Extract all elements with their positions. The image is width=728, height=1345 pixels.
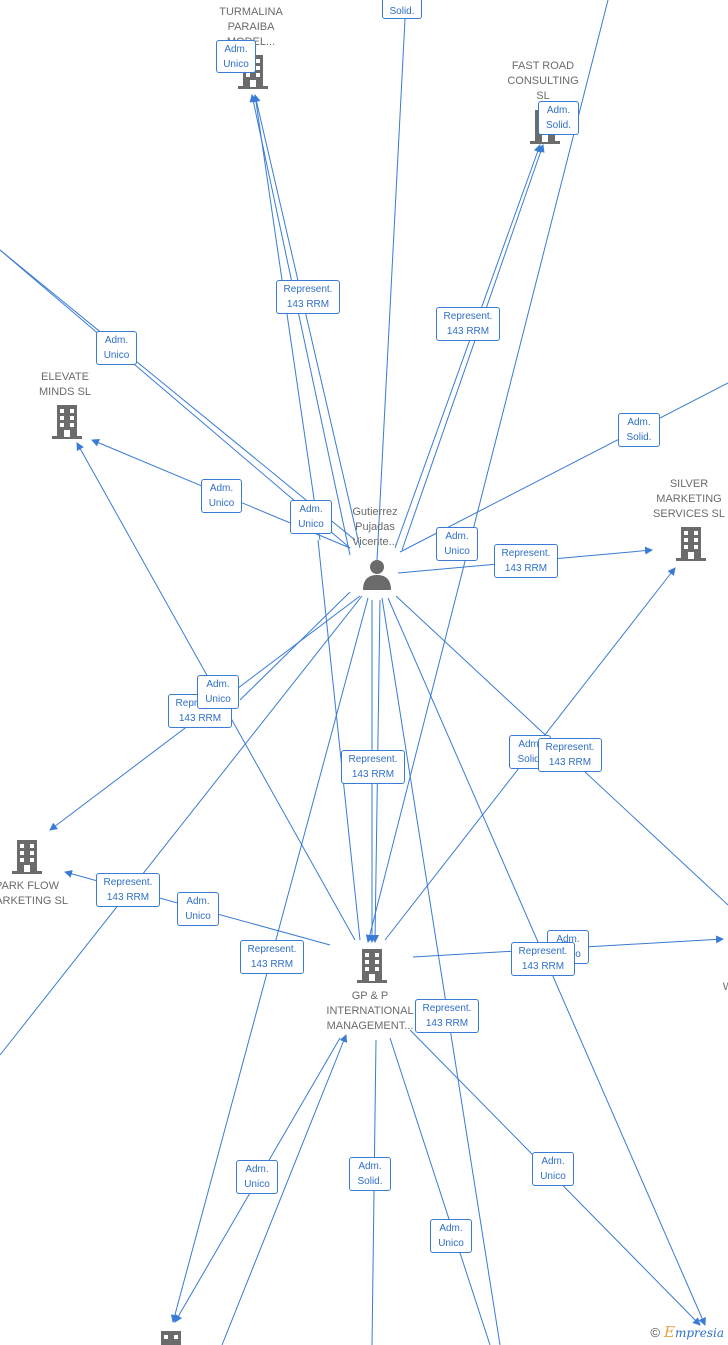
edge-label-adm-unico[interactable]: Adm. Unico	[290, 500, 332, 534]
edge-label-represent[interactable]: Represent. 143 RRM	[494, 544, 558, 578]
company-silver-label[interactable]: SILVER MARKETING SERVICES SL	[653, 478, 725, 520]
edge	[239, 591, 351, 701]
company-elevate-label[interactable]: ELEVATE MINDS SL	[39, 371, 91, 398]
empresia-logo: ©Empresia	[650, 1323, 724, 1341]
edge-label-represent[interactable]: Represent. 143 RRM	[538, 738, 602, 772]
edge-label-adm-unico[interactable]: Adm. Unico	[532, 1152, 574, 1186]
company-park-flow-label[interactable]: PARK FLOW MARKETING SL	[0, 880, 68, 907]
company-gp-label[interactable]: GP & P INTERNATIONAL MANAGEMENT...	[326, 990, 414, 1032]
building-icon[interactable]	[158, 1331, 184, 1345]
brand-e: E	[663, 1323, 675, 1341]
edge-label-represent[interactable]: Represent. 143 RRM	[511, 942, 575, 976]
edge-label-adm-solid[interactable]: Solid.	[382, 0, 422, 19]
edge-label-adm-solid[interactable]: Adm. Solid.	[538, 101, 579, 135]
building-icon[interactable]	[357, 949, 387, 983]
edge	[0, 595, 363, 1056]
building-icon[interactable]	[12, 840, 42, 874]
edge	[401, 144, 545, 551]
edge	[254, 94, 321, 541]
edge-label-represent[interactable]: Represent. 143 RRM	[240, 940, 304, 974]
edge-label-adm-unico[interactable]: Adm. Unico	[430, 1219, 472, 1253]
edge	[0, 249, 351, 549]
edge	[389, 1037, 491, 1345]
edge-label-adm-unico[interactable]: Adm. Unico	[197, 675, 239, 709]
edge-label-represent[interactable]: Represent. 143 RRM	[276, 280, 340, 314]
edge	[221, 1034, 348, 1345]
edge-label-adm-unico[interactable]: Adm. Unico	[216, 40, 256, 73]
edge	[252, 94, 361, 549]
edge	[376, 0, 407, 561]
building-icon[interactable]	[676, 527, 706, 561]
edge-label-represent[interactable]: Represent. 143 RRM	[415, 999, 479, 1033]
edge	[371, 1039, 377, 1345]
edge	[399, 382, 728, 553]
edge-label-represent[interactable]: Represent. 143 RRM	[341, 750, 405, 784]
edge-label-adm-solid[interactable]: Adm. Solid.	[618, 413, 660, 447]
edge	[317, 539, 361, 941]
edge	[381, 597, 501, 1345]
person-icon[interactable]	[362, 558, 392, 595]
edge-label-adm-unico[interactable]: Adm. Unico	[236, 1160, 278, 1194]
edge-label-adm-unico[interactable]: Adm. Unico	[201, 479, 242, 513]
copyright-symbol: ©	[650, 1325, 660, 1340]
building-icon[interactable]	[52, 405, 82, 439]
person-name-label[interactable]: Gutierrez Pujadas Vicente...	[352, 506, 398, 548]
edge-label-adm-unico[interactable]: Adm. Unico	[96, 331, 137, 365]
company-fast-road-label[interactable]: FAST ROAD CONSULTING SL	[507, 60, 579, 102]
brand-name: mpresia	[674, 1326, 724, 1340]
edge-label-represent[interactable]: Represent. 143 RRM	[96, 873, 160, 907]
edge-label-adm-unico[interactable]: Adm. Unico	[436, 527, 478, 561]
edge-label-adm-unico[interactable]: Adm. Unico	[177, 892, 219, 926]
edge-label-adm-solid[interactable]: Adm. Solid.	[349, 1157, 391, 1191]
edge	[249, 94, 351, 556]
edge-label-represent[interactable]: Represent. 143 RRM	[436, 307, 500, 341]
edge	[0, 249, 356, 541]
edge	[365, 0, 609, 943]
edge	[394, 144, 542, 549]
company-right-partial-label[interactable]: W	[722, 981, 728, 993]
